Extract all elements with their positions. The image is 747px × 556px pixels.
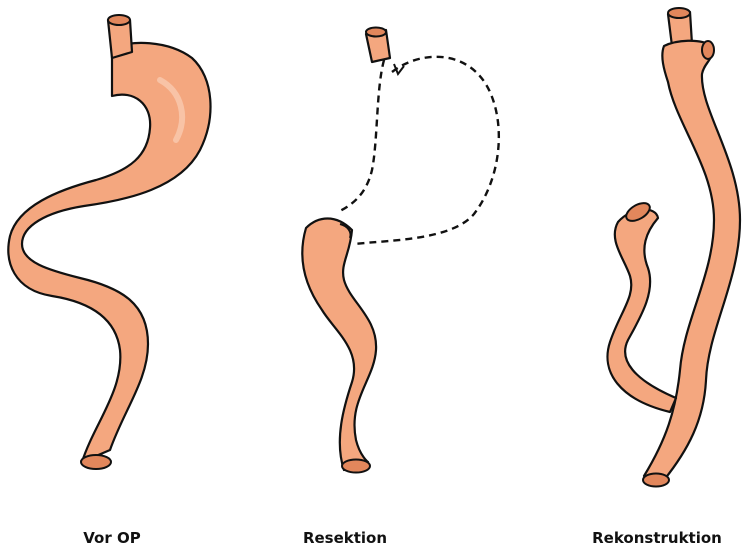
jejunal-limb-end xyxy=(643,474,669,487)
panel-reconstruction xyxy=(608,8,741,487)
panel-before-op xyxy=(8,15,210,469)
duodenum-opening xyxy=(81,455,111,469)
caption-reconstruction: Rekonstruktion xyxy=(577,528,737,548)
esophagus-stump-top xyxy=(366,28,386,37)
resected-stomach-outline xyxy=(338,57,499,244)
remaining-duodenum-opening xyxy=(342,460,370,473)
esophagus-opening xyxy=(108,15,130,25)
caption-before-op: Vor OP xyxy=(32,528,192,548)
esophagus-reconstructed-top xyxy=(668,8,690,18)
caption-resection: Resektion xyxy=(265,528,425,548)
blind-end-stump xyxy=(702,41,714,59)
panel-resection xyxy=(302,28,499,473)
duodenal-loop xyxy=(608,209,677,412)
remaining-duodenum xyxy=(302,219,376,471)
jejunal-limb xyxy=(644,41,740,480)
